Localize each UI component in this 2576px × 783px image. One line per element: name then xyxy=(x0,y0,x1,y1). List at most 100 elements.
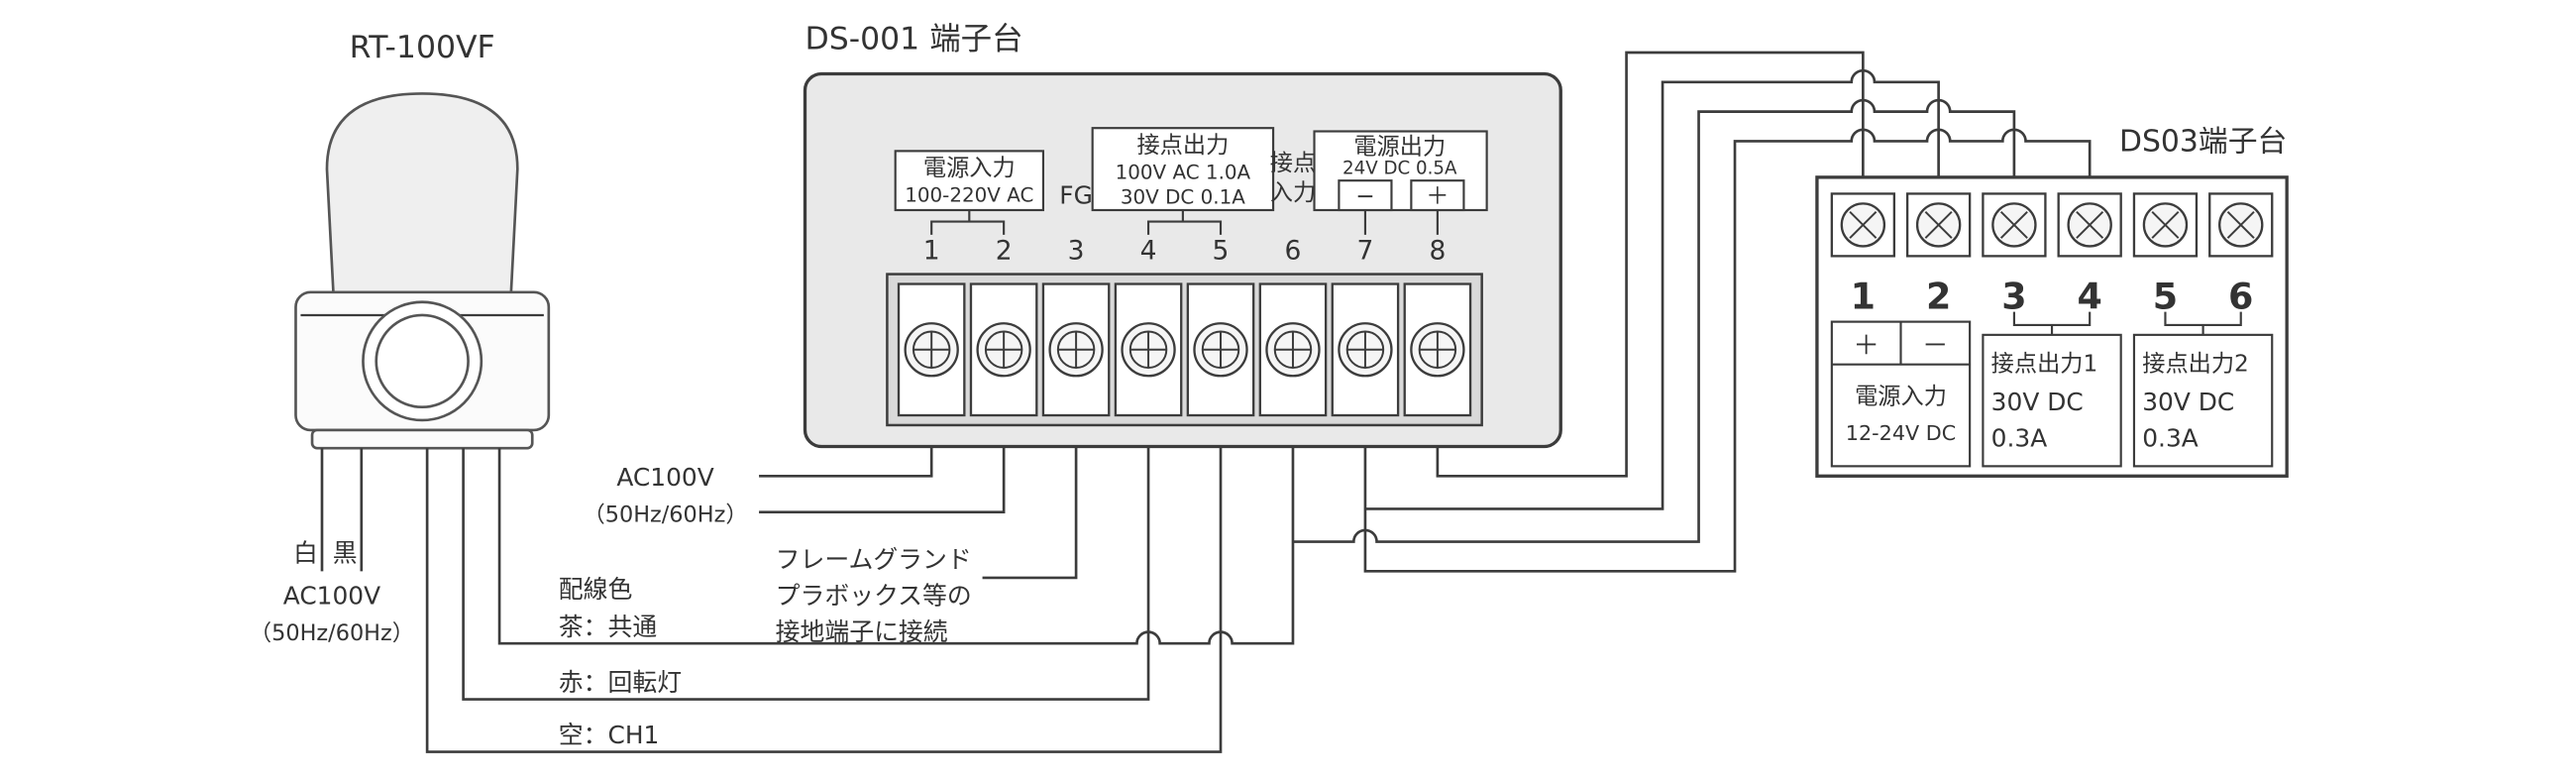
fg-note-line1: フレームグランド xyxy=(776,545,972,574)
ds03-num-4: 4 xyxy=(2077,275,2101,317)
ds03-num-1: 1 xyxy=(1851,275,1876,317)
wire-red-rotary xyxy=(462,424,1150,701)
ds03-out2-bracket xyxy=(2164,311,2242,335)
ds001-num-1: 1 xyxy=(923,236,940,267)
ds001-terminal-6 xyxy=(1258,282,1328,417)
ds001-num-5: 5 xyxy=(1213,236,1230,267)
ds03-terminal-2 xyxy=(1905,192,1972,258)
ds03-minus-label: － xyxy=(1922,331,1949,362)
wire-black-label: 黒 xyxy=(333,538,358,567)
screw-cross-icon xyxy=(1202,331,1239,368)
ds001-power-output-ticks xyxy=(1363,209,1439,235)
ds03-plus-label: ＋ xyxy=(1853,331,1879,362)
fg-note-line2: プラボックス等の xyxy=(776,581,972,610)
ds001-terminal-2 xyxy=(969,282,1038,417)
ds03-power-input-group: ＋ － 電源入力 12-24V DC xyxy=(1830,320,1972,468)
ds03-terminal-numbers: 1 2 3 4 5 6 xyxy=(1851,275,2254,317)
wire-ds03-terminal4 xyxy=(1363,128,2092,573)
ds03-power-label: 電源入力 xyxy=(1855,383,1947,409)
rt-100vf-label: RT-100VF xyxy=(350,30,495,65)
ds03-out2-amp: 0.3A xyxy=(2142,423,2199,452)
wire-sky-ch1 xyxy=(425,424,1223,753)
ds001-terminal-3 xyxy=(1041,282,1111,417)
screw-x-icon xyxy=(1849,210,1878,239)
fg-note-line3: 接地端子に接続 xyxy=(776,617,948,646)
ds001-contact-output-rating1: 100V AC 1.0A xyxy=(1116,162,1251,184)
ds03-title: DS03端子台 xyxy=(2119,124,2287,159)
ds001-contact-output-label: 接点出力 xyxy=(1136,132,1229,159)
ds03-num-6: 6 xyxy=(2228,275,2253,317)
ds001-contact-input-line1: 接点 xyxy=(1270,150,1316,176)
rt-100vf-unit: RT-100VF xyxy=(294,30,551,450)
ds001-title: DS-001 端子台 xyxy=(805,22,1023,57)
wire-ac-line2 xyxy=(759,424,1006,514)
ds03-out1-amp: 0.3A xyxy=(1991,423,2048,452)
ds03-out2-label: 接点出力2 xyxy=(2142,350,2249,377)
ds001-num-6: 6 xyxy=(1285,236,1302,267)
wire-sky-label: 空：CH1 xyxy=(559,721,660,749)
ds03-power-rating: 12-24V DC xyxy=(1846,421,1956,445)
ds001-power-output-label: 電源出力 xyxy=(1353,134,1446,161)
light-ac-label-2: （50Hz/60Hz） xyxy=(250,620,414,646)
ds03-terminal-1 xyxy=(1830,192,1896,258)
ds001-ac-line1: AC100V xyxy=(616,463,713,492)
power-cord-labels: 白 黒 AC100V （50Hz/60Hz） xyxy=(250,448,414,646)
screw-cross-icon xyxy=(912,331,950,368)
ds001-minus-cell xyxy=(1338,179,1393,212)
fg-note: フレームグランド プラボックス等の 接地端子に接続 xyxy=(776,545,972,646)
ds001-num-2: 2 xyxy=(996,236,1013,267)
light-dome xyxy=(325,92,519,297)
ds03-block: DS03端子台 xyxy=(1815,124,2289,478)
ds03-out1-bracket xyxy=(2012,311,2092,335)
ds03-contact-output2-group: 接点出力2 30V DC 0.3A xyxy=(2132,311,2274,468)
ds001-power-output-rating: 24V DC 0.5A xyxy=(1342,159,1457,179)
light-lens-inner xyxy=(375,313,470,409)
ds03-num-5: 5 xyxy=(2153,275,2178,317)
ds03-out1-volt: 30V DC xyxy=(1991,388,2084,416)
ds001-num-7: 7 xyxy=(1356,236,1373,267)
wire-brown-label: 茶：共通 xyxy=(559,613,658,641)
ds001-minus-label: − xyxy=(1355,182,1374,209)
ds001-num-3: 3 xyxy=(1068,236,1085,267)
ds001-terminal-1 xyxy=(897,282,966,417)
screw-cross-icon xyxy=(1419,331,1456,368)
wire-ds03-terminal1 xyxy=(1436,51,1865,478)
screw-x-icon xyxy=(1924,210,1953,239)
ds001-contact-output-box xyxy=(1091,127,1275,212)
screw-cross-icon xyxy=(1274,331,1312,368)
wire-fg xyxy=(982,424,1078,580)
ds001-contact-input-line2: 入力 xyxy=(1270,179,1316,206)
ds03-terminal-6 xyxy=(2208,192,2274,258)
screw-cross-icon xyxy=(985,331,1022,368)
ds001-power-input-box xyxy=(894,150,1045,212)
screw-x-icon xyxy=(2226,210,2255,239)
ds03-terminal-4 xyxy=(2057,192,2122,258)
ds001-block: DS-001 端子台 電源入力 100-220V AC FG 接点出力 100V… xyxy=(803,22,1562,449)
ds001-power-input-rating: 100-220V AC xyxy=(905,184,1033,207)
ds03-num-3: 3 xyxy=(2001,275,2026,317)
ds03-terminal-3 xyxy=(1982,192,2047,258)
ds001-ac-label: AC100V （50Hz/60Hz） xyxy=(583,463,747,527)
ds001-contact-output-rating2: 30V DC 0.1A xyxy=(1121,185,1245,208)
wire-color-title: 配線色 xyxy=(559,575,633,604)
ds001-num-8: 8 xyxy=(1429,236,1446,267)
light-ac-label-1: AC100V xyxy=(283,581,380,610)
screw-cross-icon xyxy=(1346,331,1384,368)
light-base-foot xyxy=(310,428,534,450)
wire-white-label: 白 xyxy=(293,538,318,567)
ds001-contact-output-bracket xyxy=(1146,209,1223,235)
ds001-plus-label: ＋ xyxy=(1426,182,1449,209)
ds001-terminal-4 xyxy=(1114,282,1183,417)
ds001-power-input-label: 電源入力 xyxy=(923,155,1016,181)
screw-x-icon xyxy=(1999,210,2028,239)
ds001-terminal-5 xyxy=(1186,282,1255,417)
ds001-terminal-numbers: 1 2 3 4 5 6 7 8 xyxy=(923,236,1447,267)
ds001-plus-cell xyxy=(1410,179,1465,212)
ds03-out1-label: 接点出力1 xyxy=(1991,350,2098,377)
wire-red-label: 赤：回転灯 xyxy=(559,668,682,697)
ds001-terminal-7 xyxy=(1331,282,1400,417)
ds001-fg-label: FG xyxy=(1059,180,1093,209)
ds03-out1-box xyxy=(1982,333,2122,468)
